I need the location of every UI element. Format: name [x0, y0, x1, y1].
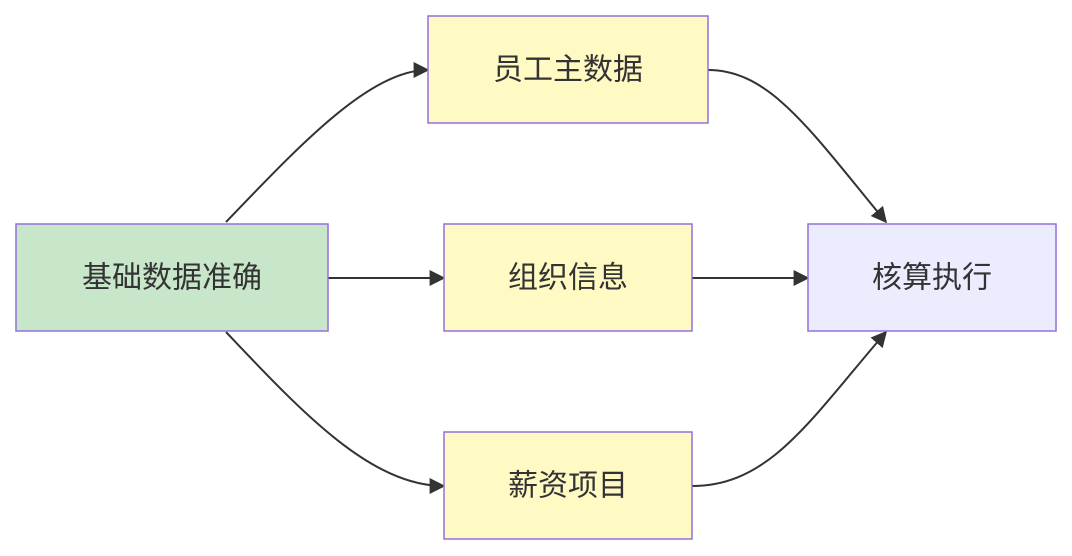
node-salary-items-label: 薪资项目: [508, 469, 628, 504]
node-org-info-box: [443, 223, 693, 332]
edges: [225, 62, 888, 494]
node-basic-data-label: 基础数据准确: [82, 261, 262, 296]
node-employee-master-label: 员工主数据: [493, 53, 643, 88]
node-calculation-label: 核算执行: [872, 261, 992, 296]
node-salary-items-box: [443, 431, 693, 540]
node-basic-data-box: [15, 223, 329, 332]
node-basic-data[interactable]: 基础数据准确: [15, 223, 329, 332]
node-employee-master-box: [427, 15, 709, 124]
node-calculation-box: [807, 223, 1057, 332]
node-org-info-label: 组织信息: [508, 261, 628, 296]
edge-basic-to-salary: [225, 331, 446, 494]
edge-employee-to-calc: [707, 69, 888, 224]
node-salary-items[interactable]: 薪资项目: [443, 431, 693, 540]
node-employee-master[interactable]: 员工主数据: [427, 15, 709, 124]
edge-salary-to-calc: [691, 330, 888, 487]
node-org-info[interactable]: 组织信息: [443, 223, 693, 332]
edge-basic-to-employee: [225, 62, 430, 223]
node-calculation[interactable]: 核算执行: [807, 223, 1057, 332]
